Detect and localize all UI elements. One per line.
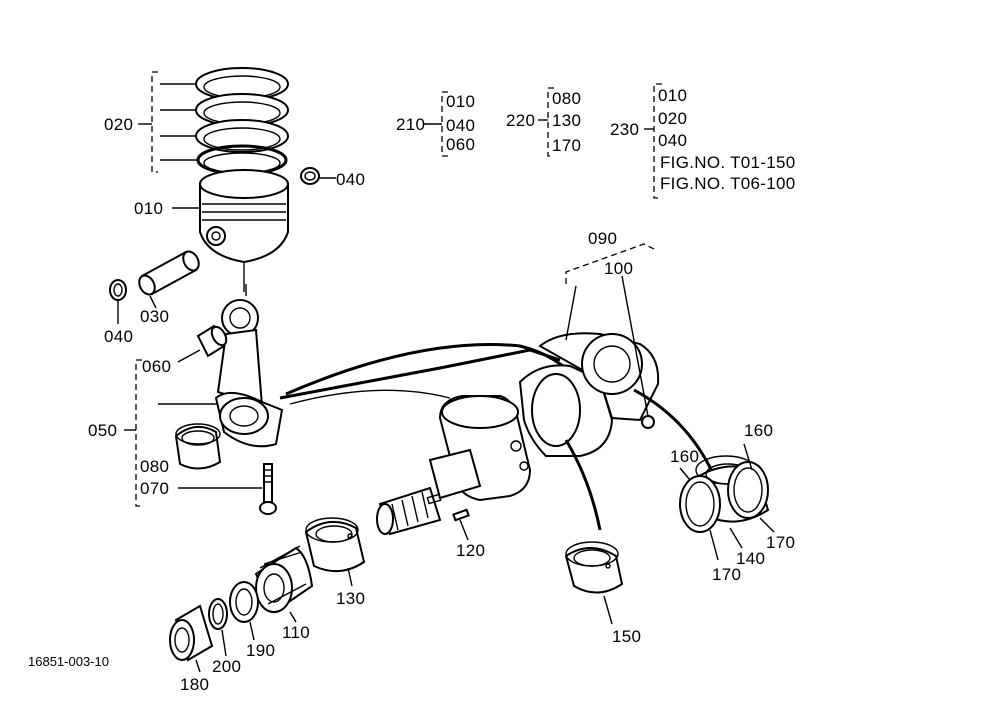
group-210: 210 010 040 060 <box>396 91 475 157</box>
label-140: 140 <box>736 549 765 568</box>
piston-pin <box>138 250 200 309</box>
circlip-left <box>109 279 127 324</box>
connecting-rod <box>214 284 284 448</box>
group-220-label: 220 <box>506 111 535 130</box>
label-020: 020 <box>104 115 133 134</box>
piston <box>172 169 289 292</box>
bracket-050 <box>135 359 142 507</box>
label-050: 050 <box>88 421 117 440</box>
group-220-item-3: 170 <box>552 136 581 155</box>
label-120: 120 <box>456 541 485 560</box>
crankshaft <box>279 243 660 536</box>
label-160-left: 160 <box>670 447 699 466</box>
group-230-item-2: 020 <box>658 109 687 128</box>
crank-bearing-150 <box>564 439 624 625</box>
small-end-bush <box>177 324 228 363</box>
circlip-right <box>300 167 336 185</box>
label-130: 130 <box>336 589 365 608</box>
conrod-bolt <box>178 463 277 515</box>
label-160-right: 160 <box>744 421 773 440</box>
group-210-item-2: 040 <box>446 116 475 135</box>
crank-gear <box>254 545 314 623</box>
label-100: 100 <box>604 259 633 278</box>
label-170-right: 170 <box>766 533 795 552</box>
group-220: 220 080 130 170 <box>506 87 581 157</box>
group-210-item-1: 010 <box>446 92 475 111</box>
label-090: 090 <box>588 229 617 248</box>
group-210-item-3: 060 <box>446 135 475 154</box>
label-070: 070 <box>140 479 169 498</box>
label-080: 080 <box>140 457 169 476</box>
group-220-item-1: 080 <box>552 89 581 108</box>
group-230-label: 230 <box>610 120 639 139</box>
label-060: 060 <box>142 357 171 376</box>
group-230-item-3: 040 <box>658 131 687 150</box>
oring-200 <box>208 598 228 657</box>
label-190: 190 <box>246 641 275 660</box>
bushing-130 <box>304 517 366 587</box>
label-110: 110 <box>282 623 310 642</box>
crankpin-bearing <box>174 423 222 470</box>
group-230: 230 010 020 040 FIG.NO. T01-150 FIG.NO. … <box>610 83 796 199</box>
group-230-item-1: 010 <box>658 86 687 105</box>
bearing-case-140 <box>633 388 775 561</box>
label-150: 150 <box>612 627 641 646</box>
collar-180 <box>169 604 214 673</box>
washer-190 <box>229 581 259 641</box>
piston-rings <box>138 67 289 176</box>
key <box>452 508 470 541</box>
drawing-number: 16851-003-10 <box>28 654 109 669</box>
label-030: 030 <box>140 307 169 326</box>
group-230-ref-1: FIG.NO. T01-150 <box>660 153 796 172</box>
label-180: 180 <box>180 675 209 694</box>
label-040-top: 040 <box>336 170 365 189</box>
group-220-item-2: 130 <box>552 111 581 130</box>
label-010: 010 <box>134 199 163 218</box>
label-040-bottom: 040 <box>104 327 133 346</box>
label-200: 200 <box>212 657 241 676</box>
group-230-ref-2: FIG.NO. T06-100 <box>660 174 796 193</box>
label-170-left: 170 <box>712 565 741 584</box>
group-210-label: 210 <box>396 115 425 134</box>
